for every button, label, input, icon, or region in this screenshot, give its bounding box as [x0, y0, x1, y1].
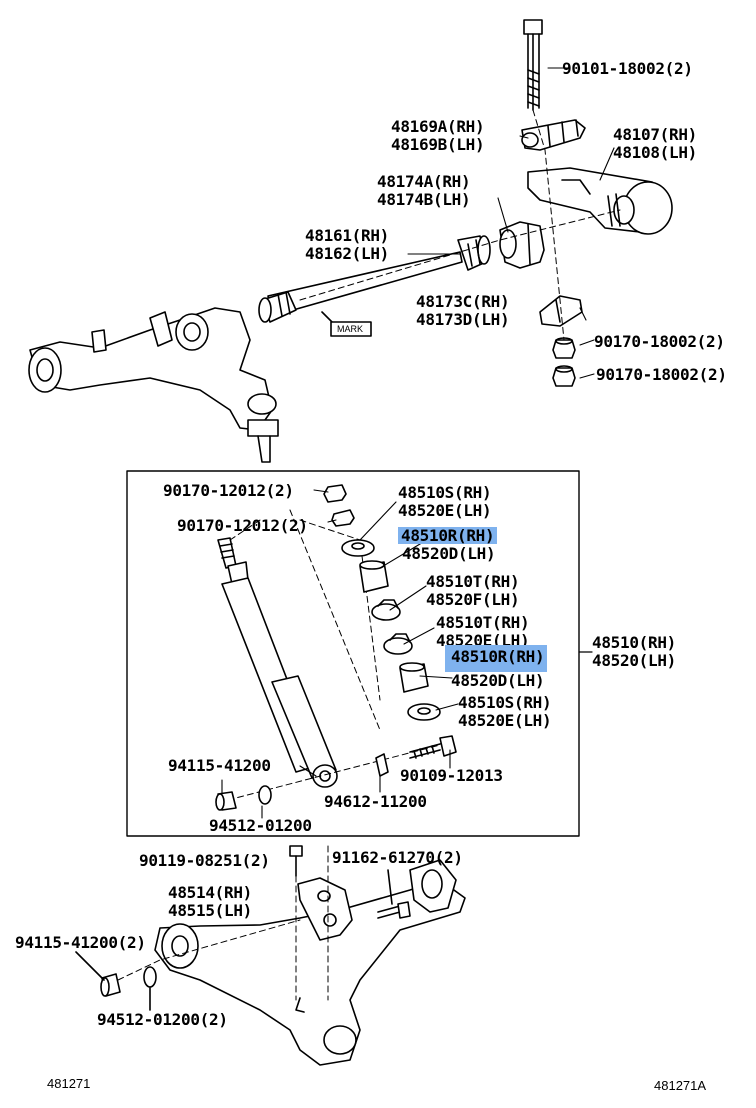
bolt-91162	[377, 869, 411, 919]
label-48173d: 48173D(LH)	[416, 310, 510, 329]
label-48107: 48107(RH)	[613, 125, 697, 144]
label-94512-01200-b: 94512-01200(2)	[97, 1010, 228, 1029]
label-48520d-b: 48520D(LH)	[451, 671, 545, 690]
label-90101-18002: 90101-18002(2)	[562, 59, 693, 78]
label-48169b: 48169B(LH)	[391, 135, 485, 154]
diagram-code-right: 481271A	[654, 1078, 707, 1093]
label-48510r-a-highlighted: 48510R(RH)	[398, 527, 498, 544]
label-94115-41200-b: 94115-41200(2)	[15, 933, 146, 952]
label-94115-41200-a: 94115-41200	[168, 756, 271, 775]
label-48169a: 48169A(RH)	[391, 117, 485, 136]
label-48520e-a: 48520E(LH)	[398, 501, 492, 520]
nuts-90170-18002	[552, 337, 576, 387]
label-48510s-b: 48510S(RH)	[458, 693, 552, 712]
upper-arm	[28, 307, 279, 463]
centerline-bolt	[227, 744, 441, 801]
bolt-90109	[409, 735, 457, 759]
label-mark: MARK	[337, 324, 364, 334]
centerline-bar	[299, 209, 621, 301]
label-91162-61270: 91162-61270(2)	[332, 848, 463, 867]
label-94512-01200-a: 94512-01200	[209, 816, 312, 835]
label-48510t-a: 48510T(RH)	[426, 572, 520, 591]
label-48174a: 48174A(RH)	[377, 172, 471, 191]
label-48515: 48515(LH)	[168, 901, 252, 920]
bolt-90119	[289, 845, 303, 877]
torsion-arm-48107	[527, 167, 673, 235]
label-48108: 48108(LH)	[613, 143, 697, 162]
label-48520f: 48520F(LH)	[426, 590, 520, 609]
label-48174b: 48174B(LH)	[377, 190, 471, 209]
cushion-stack	[341, 539, 441, 721]
bolt-top	[523, 19, 543, 111]
label-90170-18002-b: 90170-18002(2)	[596, 365, 727, 384]
label-48520: 48520(LH)	[592, 651, 676, 670]
label-48520d-a: 48520D(LH)	[402, 544, 496, 563]
bushing-48174	[499, 221, 545, 269]
collar-94612	[375, 753, 389, 777]
label-48514: 48514(RH)	[168, 883, 252, 902]
bushing-94115-lower	[75, 845, 329, 1011]
label-48161: 48161(RH)	[305, 226, 389, 245]
shock-absorber	[217, 537, 338, 788]
label-48510s-a: 48510S(RH)	[398, 483, 492, 502]
label-48162: 48162(LH)	[305, 244, 389, 263]
label-48520e-b: 48520E(LH)	[436, 631, 530, 650]
label-90119-08251: 90119-08251(2)	[139, 851, 270, 870]
label-48520e-c: 48520E(LH)	[458, 711, 552, 730]
label-48510t-b: 48510T(RH)	[436, 613, 530, 632]
label-48510r-b-highlighted: 48510R(RH)	[445, 645, 548, 672]
diagram-code-left: 481271	[47, 1076, 91, 1091]
label-48510: 48510(RH)	[592, 633, 676, 652]
centerline-upper	[532, 109, 565, 341]
label-90109-12013: 90109-12013	[400, 766, 503, 785]
label-90170-18002-a: 90170-18002(2)	[594, 332, 725, 351]
torsion-bar-48161	[258, 235, 491, 323]
nuts-90170-12012	[323, 484, 355, 527]
label-90170-12012-a: 90170-12012(2)	[163, 481, 294, 500]
label-94612-11200: 94612-11200	[324, 792, 427, 811]
label-48173c: 48173C(RH)	[416, 292, 510, 311]
mark-tag	[321, 311, 372, 337]
label-90170-12012-b: 90170-12012(2)	[177, 516, 308, 535]
clip-48169	[521, 119, 586, 151]
lower-arm	[154, 859, 466, 1066]
kit-frame	[126, 470, 580, 837]
bushing-94115-kit	[215, 785, 272, 811]
